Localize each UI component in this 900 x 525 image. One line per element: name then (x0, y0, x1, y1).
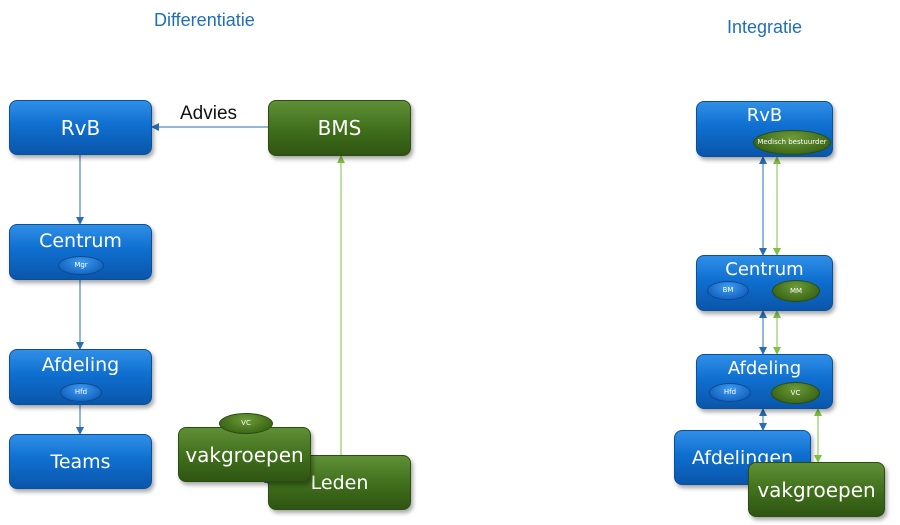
bms-box: BMS (268, 100, 411, 156)
hfd-pill: Hfd (60, 383, 102, 402)
right-centrum-label: Centrum (725, 259, 804, 280)
left-centrum-label: Centrum (39, 230, 122, 252)
hfd-pill-right: Hfd (709, 383, 751, 402)
left-afdeling-box: Afdeling (9, 349, 152, 405)
left-vakgroepen-box: vakgroepen (178, 427, 311, 482)
right-vakgroepen-label: vakgroepen (757, 477, 876, 502)
mm-pill: MM (772, 280, 820, 302)
right-rvb-label: RvB (746, 105, 783, 126)
right-title: Integratie (727, 17, 803, 37)
vc-pill-left: VC (219, 413, 273, 434)
left-title: Differentiatie (154, 10, 255, 30)
vc-pill-right: VC (771, 382, 820, 404)
teams-label: Teams (50, 450, 111, 473)
leden-label: Leden (310, 471, 369, 494)
bms-label: BMS (317, 116, 362, 140)
left-vakgroepen-label: vakgroepen (185, 442, 304, 467)
left-afdeling-label: Afdeling (41, 354, 120, 376)
medisch-bestuurder-pill: Medisch bestuurder (753, 130, 831, 155)
left-rvb-box: RvB (9, 100, 152, 155)
mgr-pill: Mgr (58, 256, 104, 275)
right-vakgroepen-box: vakgroepen (748, 462, 885, 517)
right-afdeling-label: Afdeling (727, 358, 802, 379)
teams-box: Teams (9, 434, 152, 489)
bm-pill: BM (707, 281, 749, 300)
advies-label: Advies (180, 103, 238, 124)
left-rvb-label: RvB (60, 115, 101, 140)
